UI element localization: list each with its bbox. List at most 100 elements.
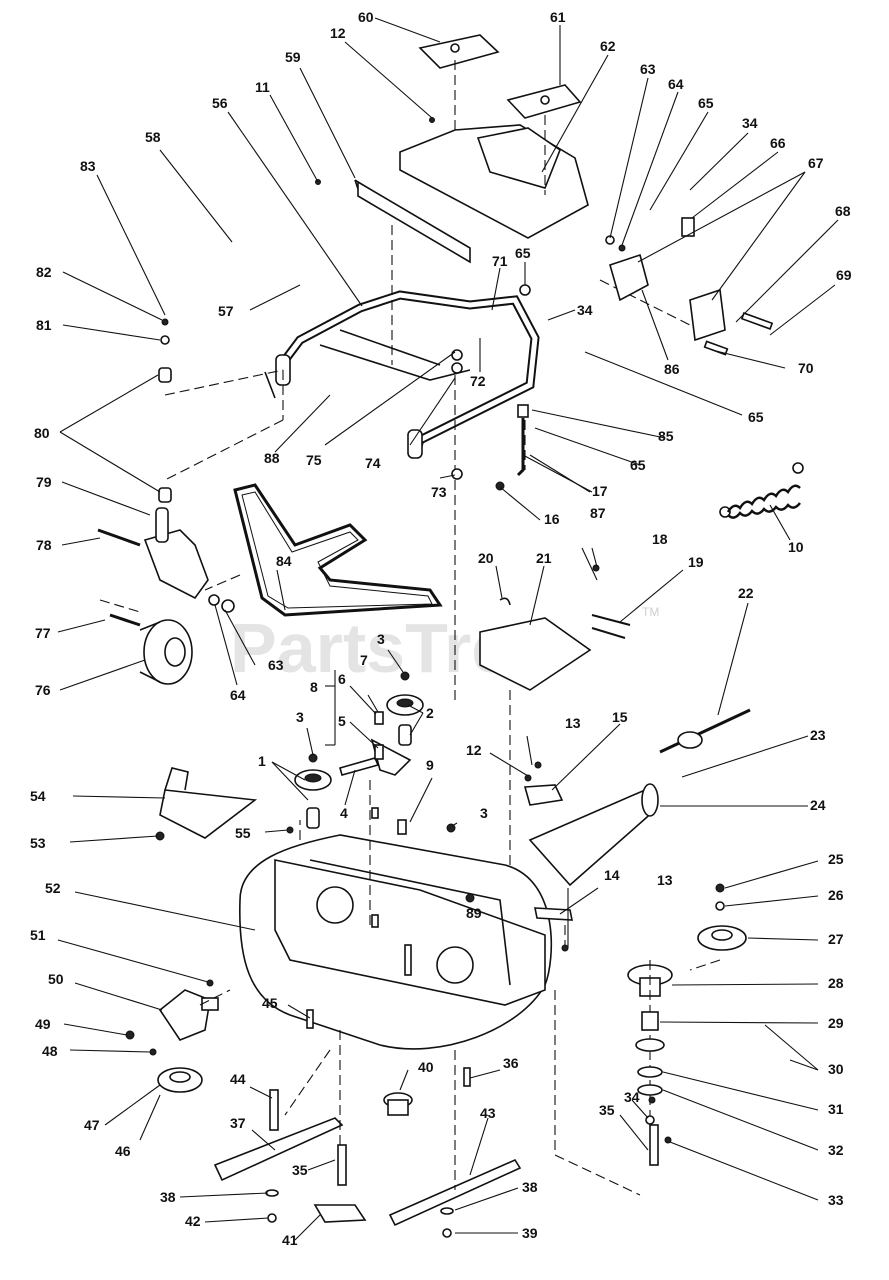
pulley-1 [294, 769, 332, 829]
callout-42: 42 [185, 1213, 201, 1229]
callout-71: 71 [492, 253, 508, 269]
callout-18: 18 [652, 531, 668, 547]
callout-74: 74 [365, 455, 381, 471]
callout-72: 72 [470, 373, 486, 389]
callout-69: 69 [836, 267, 852, 283]
top-plate [354, 124, 589, 264]
callout-88: 88 [264, 450, 280, 466]
callout-64: 64 [230, 687, 246, 703]
callout-25: 25 [828, 851, 844, 867]
callout-20: 20 [478, 550, 494, 566]
hardware [125, 117, 774, 1238]
callout-89: 89 [466, 905, 482, 921]
wheel-76 [139, 619, 193, 685]
callout-45: 45 [262, 995, 278, 1011]
callout-57: 57 [218, 303, 234, 319]
callout-35: 35 [599, 1102, 615, 1118]
callout-63: 63 [268, 657, 284, 673]
callout-32: 32 [828, 1142, 844, 1158]
callout-65: 65 [698, 95, 714, 111]
callout-41: 41 [282, 1232, 298, 1248]
callout-1: 1 [258, 753, 266, 769]
callout-15: 15 [612, 709, 628, 725]
callout-82: 82 [36, 264, 52, 280]
pulley-27 [697, 925, 747, 951]
callout-67: 67 [808, 155, 824, 171]
callout-73: 73 [431, 484, 447, 500]
callout-61: 61 [550, 9, 566, 25]
callout-59: 59 [285, 49, 301, 65]
callout-58: 58 [145, 129, 161, 145]
callout-24: 24 [810, 797, 826, 813]
callout-30: 30 [828, 1061, 844, 1077]
callout-68: 68 [835, 203, 851, 219]
callout-16: 16 [544, 511, 560, 527]
callout-2: 2 [426, 705, 434, 721]
callout-36: 36 [503, 1055, 519, 1071]
callout-34: 34 [624, 1089, 640, 1105]
callout-65: 65 [748, 409, 764, 425]
callout-62: 62 [600, 38, 616, 54]
callout-8: 8 [310, 679, 318, 695]
callout-77: 77 [35, 625, 51, 641]
bracket-41 [313, 1204, 367, 1223]
callout-29: 29 [828, 1015, 844, 1031]
callout-76: 76 [35, 682, 51, 698]
callout-64: 64 [668, 76, 684, 92]
bolt-78 [97, 528, 141, 547]
callout-48: 48 [42, 1043, 58, 1059]
callout-21: 21 [536, 550, 552, 566]
callout-38: 38 [522, 1179, 538, 1195]
deck-52 [238, 834, 553, 1050]
pulley-46 [157, 1067, 203, 1093]
callout-83: 83 [80, 158, 96, 174]
callout-49: 49 [35, 1016, 51, 1032]
callout-54: 54 [30, 788, 46, 804]
callout-75: 75 [306, 452, 322, 468]
callout-35: 35 [292, 1162, 308, 1178]
callout-26: 26 [828, 887, 844, 903]
spindle-shafts [269, 1089, 659, 1186]
pulley-2 [386, 694, 424, 746]
callout-46: 46 [115, 1143, 131, 1159]
callout-70: 70 [798, 360, 814, 376]
callout-63: 63 [640, 61, 656, 77]
callout-11: 11 [255, 79, 270, 95]
callout-31: 31 [828, 1101, 844, 1117]
callout-labels: 1 2 3 3 3 4 5 6 7 8 9 10 11 12 12 13 13 … [30, 9, 852, 1248]
callout-39: 39 [522, 1225, 538, 1241]
callout-65: 65 [515, 245, 531, 261]
callout-12: 12 [466, 742, 482, 758]
callout-60: 60 [358, 9, 374, 25]
callout-13: 13 [565, 715, 581, 731]
pulley-40 [383, 1092, 413, 1116]
callout-66: 66 [770, 135, 786, 151]
belt-84 [233, 483, 443, 617]
callout-65: 65 [630, 457, 646, 473]
callout-23: 23 [810, 727, 826, 743]
callout-44: 44 [230, 1071, 246, 1087]
callout-53: 53 [30, 835, 46, 851]
bracket-21 [479, 617, 592, 691]
callout-37: 37 [230, 1115, 246, 1131]
callout-85: 85 [658, 428, 674, 444]
callout-7: 7 [360, 652, 368, 668]
callout-79: 79 [36, 474, 52, 490]
grip-pad-61 [506, 84, 582, 119]
callout-12: 12 [330, 25, 346, 41]
callout-47: 47 [84, 1117, 100, 1133]
chute-24 [528, 783, 659, 887]
callout-33: 33 [828, 1192, 844, 1208]
frame [275, 290, 540, 459]
callout-22: 22 [738, 585, 754, 601]
washer-64 [208, 594, 220, 606]
callout-81: 81 [36, 317, 52, 333]
callout-6: 6 [338, 671, 346, 687]
gearbox-50 [158, 989, 219, 1041]
callout-27: 27 [828, 931, 844, 947]
callout-28: 28 [828, 975, 844, 991]
watermark-tm: TM [642, 605, 659, 619]
blade-37 [213, 1117, 344, 1182]
callout-3: 3 [377, 631, 385, 647]
